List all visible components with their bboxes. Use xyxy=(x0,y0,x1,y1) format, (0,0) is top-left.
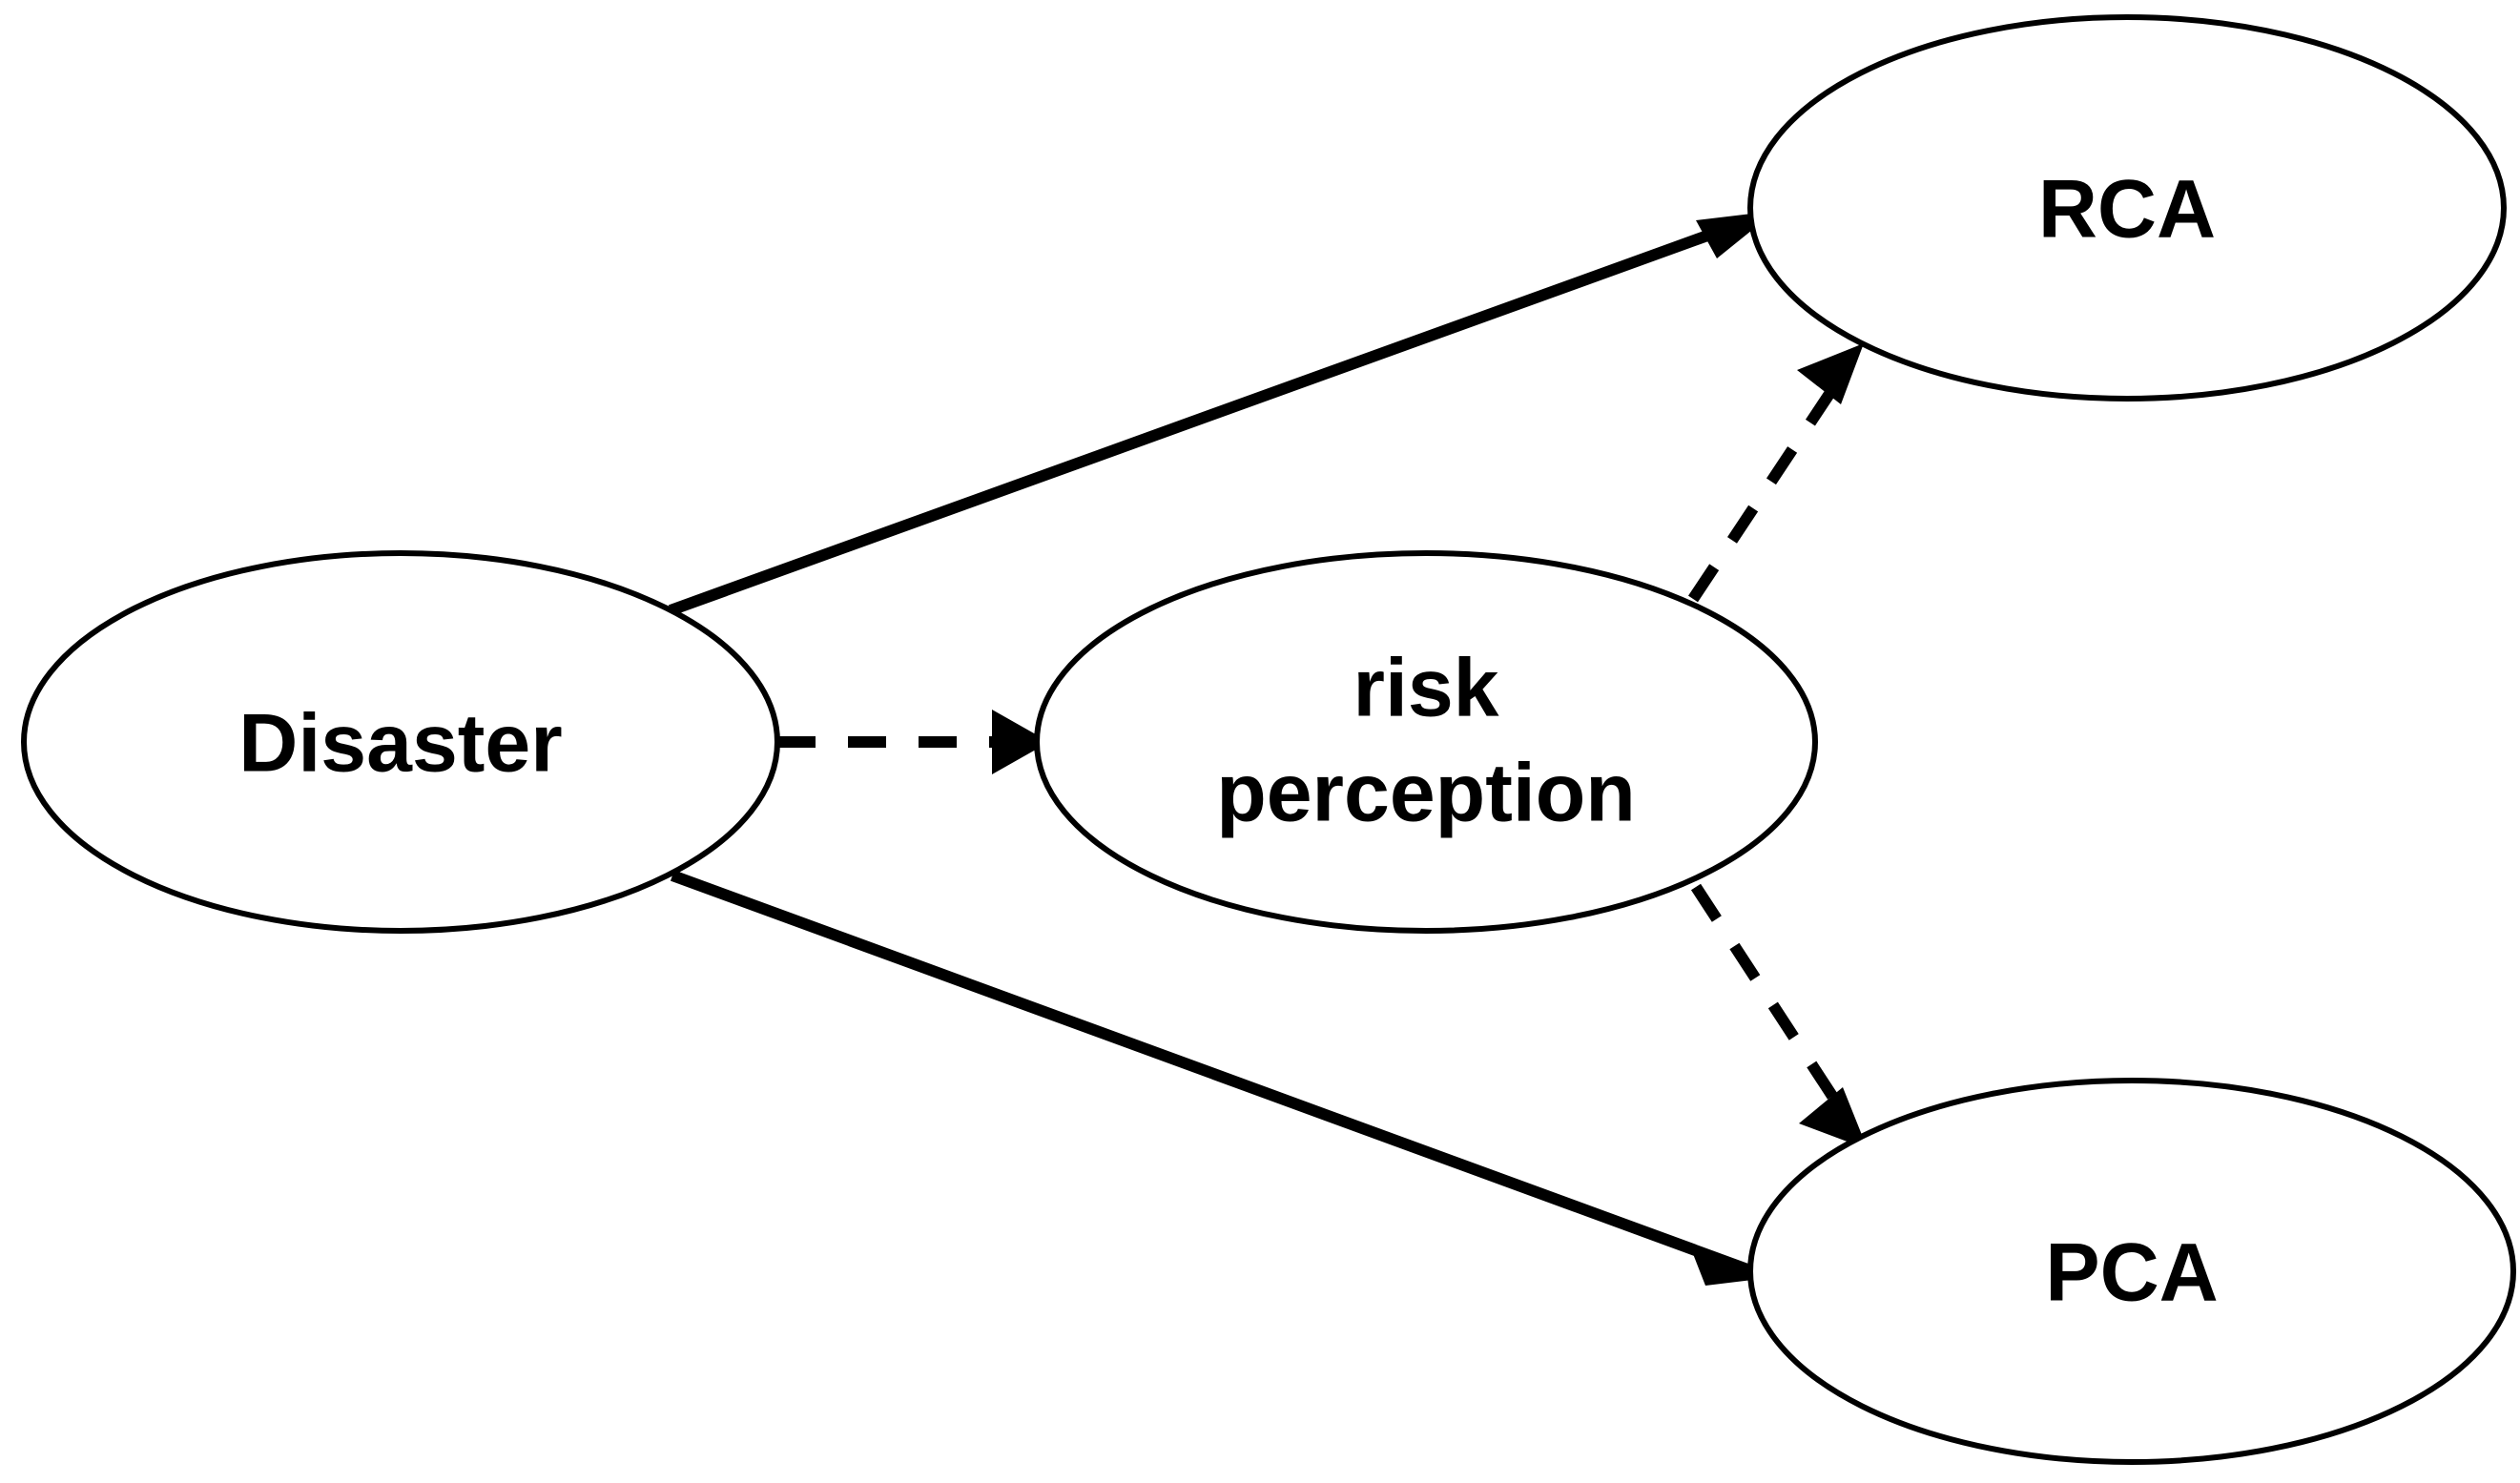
node-ellipse-shape xyxy=(21,550,780,934)
node-label-pca: PCA xyxy=(2045,1227,2219,1319)
node-risk-perception[interactable]: risk perception xyxy=(1034,550,1818,934)
edge-disaster-to-rca[interactable] xyxy=(668,211,1776,616)
node-ellipse-shape xyxy=(1034,550,1818,934)
edge-risk-perception-to-rca[interactable] xyxy=(1688,343,1864,603)
node-disaster[interactable]: Disaster xyxy=(21,550,780,934)
edge-disaster-to-risk-perception[interactable] xyxy=(777,710,1049,774)
edge-line xyxy=(1690,883,1847,1113)
arrowhead-icon xyxy=(992,710,1049,774)
node-label-perception: perception xyxy=(1216,748,1636,839)
arrowhead-icon xyxy=(1799,1087,1868,1149)
edge-line xyxy=(670,870,1750,1275)
node-ellipse-shape xyxy=(1747,14,2507,402)
node-pca[interactable]: PCA xyxy=(1747,1078,2516,1465)
edge-disaster-to-pca[interactable] xyxy=(670,870,1768,1286)
node-ellipse-shape xyxy=(1747,1078,2516,1465)
node-label-risk: risk xyxy=(1353,643,1498,734)
edge-line xyxy=(668,213,1758,616)
node-layer: Disaster risk perception RCA PCA xyxy=(21,14,2516,1465)
node-label-rca: RCA xyxy=(2038,164,2216,256)
edge-risk-perception-to-pca[interactable] xyxy=(1690,883,1868,1149)
node-label-disaster: Disaster xyxy=(238,698,562,790)
edge-line xyxy=(1688,376,1844,603)
node-rca[interactable]: RCA xyxy=(1747,14,2507,402)
arrowhead-icon xyxy=(1797,343,1864,404)
edge-layer xyxy=(668,211,1868,1286)
